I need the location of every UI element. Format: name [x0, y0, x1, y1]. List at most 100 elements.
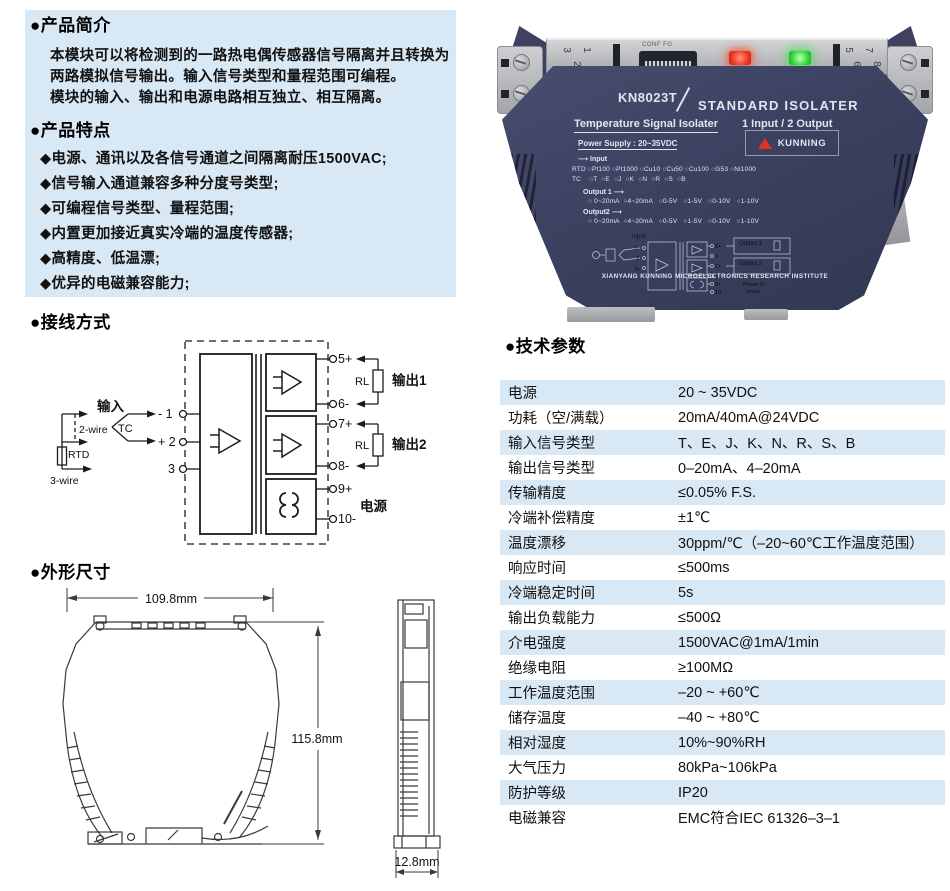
output2-label: 输出2 — [392, 436, 427, 452]
output1-label: Output 1 — [583, 189, 612, 196]
spec-value: ≥100MΩ — [678, 659, 734, 676]
spec-value: IP20 — [678, 784, 708, 801]
terminal-slot — [921, 90, 929, 98]
spec-value: –20 ~ +60℃ — [678, 684, 760, 701]
mini-output2-label: Output 2 — [739, 261, 763, 267]
spec-row: 响应时间 ≤500ms — [500, 555, 945, 580]
terminal-screw-icon — [900, 54, 917, 71]
spec-label: 储存温度 — [508, 711, 566, 727]
feature-item: ◆信号输入通道兼容多种分度号类型; — [40, 176, 279, 193]
spec-label: 冷端补偿精度 — [508, 511, 595, 527]
spec-value: ≤0.05% F.S. — [678, 484, 757, 501]
feature-list: ◆电源、通讯以及各信号通道之间隔离耐压1500VAC; ◆信号输入通道兼容多种分… — [40, 147, 456, 297]
spec-value: EMC符合IEC 61326–3–1 — [678, 811, 840, 827]
spec-row: 电源 20 ~ 35VDC — [500, 380, 945, 405]
wiring-heading: ●接线方式 — [30, 313, 111, 332]
output1-amp-box — [265, 353, 317, 412]
spec-label: 防护等级 — [508, 786, 566, 802]
spec-value: 20mA/40mA@24VDC — [678, 409, 820, 426]
spec-label: 冷端稳定时间 — [508, 586, 595, 602]
intro-panel: ●产品简介 本模块可以将检测到的一路热电偶传感器信号隔离并且转换为 两路模拟信号… — [25, 10, 456, 297]
intro-heading: ●产品简介 — [30, 16, 111, 35]
spec-label: 温度漂移 — [508, 536, 566, 552]
io-count-label: 1 Input / 2 Output — [742, 118, 833, 130]
spec-label: 相对湿度 — [508, 736, 566, 752]
terminal7-label: 7+ — [338, 417, 352, 431]
mini-terminal: 7+ — [715, 264, 721, 270]
height-dimension-label: 115.8mm — [291, 732, 342, 746]
spec-row: 储存温度–40 ~ +80℃ — [500, 705, 945, 730]
side-view-outline — [393, 599, 441, 849]
depth-dimension-label: 12.8mm — [394, 855, 439, 869]
intro-line: 两路模拟信号输出。输入信号类型和量程范围可编程。 — [50, 68, 406, 85]
terminal-screw-icon — [513, 54, 530, 71]
tc-options: TC ○T ○E ○J ○K ○N ○R ○S ○B — [572, 176, 686, 183]
arrow-icon: ⟶ — [613, 189, 624, 196]
input-label: Input — [590, 156, 608, 163]
terminal-slot — [501, 90, 509, 98]
two-wire-label: 2-wire — [79, 424, 108, 436]
spec-label: 响应时间 — [508, 561, 566, 577]
spec-value: 20 ~ 35VDC — [678, 384, 758, 401]
mini-terminal: 5+ — [715, 244, 721, 250]
spec-value: ±1℃ — [678, 509, 711, 526]
spec-value: 5s — [678, 584, 694, 601]
strip-divider — [613, 44, 620, 69]
spec-value: ≤500ms — [678, 559, 730, 576]
spec-row: 工作温度范围 –20 ~ +60℃ — [500, 680, 945, 705]
spec-label: 输出信号类型 — [508, 461, 595, 477]
input-label: 输入 — [97, 398, 124, 414]
output2-section-label: Output2 ⟶ — [583, 208, 622, 216]
module-faceplate: KN8023T STANDARD ISOLATER Temperature Si… — [502, 66, 928, 310]
width-dimension-label: 109.8mm — [145, 592, 197, 606]
mini-voltage-label: 24VDC — [746, 289, 761, 294]
spec-value: 30ppm/℃（–20~60℃工作温度范围） — [678, 536, 924, 552]
power-label: 电源 — [360, 498, 387, 514]
spec-label: 功耗（空/满载） — [508, 411, 614, 427]
front-view-outline — [62, 615, 280, 845]
vent-slats-left — [510, 154, 536, 252]
feature-item: ◆高精度、低温漂; — [40, 251, 161, 268]
amplifier-icon — [273, 432, 303, 459]
terminal10-label: 10- — [338, 512, 356, 526]
spec-label: 工作温度范围 — [508, 686, 595, 702]
product-type: STANDARD ISOLATER — [698, 98, 859, 113]
feature-item: ◆电源、通讯以及各信号通道之间隔离耐压1500VAC; — [40, 151, 387, 168]
specs-heading: ●技术参数 — [505, 337, 586, 356]
brand-name: KUNNING — [777, 137, 827, 149]
arrow-icon: ⟶ — [611, 209, 622, 216]
spec-label: 大气压力 — [508, 761, 566, 777]
spec-label: 介电强度 — [508, 636, 566, 652]
strip-divider — [833, 44, 840, 69]
terminal-number: 6 — [850, 61, 862, 67]
dims-heading: ●外形尺寸 — [30, 563, 111, 582]
mini-terminal: 3+ — [634, 267, 640, 273]
conf-port-label: CONF FG — [642, 42, 673, 48]
mini-output1-label: Output 1 — [739, 241, 763, 247]
mini-input-label: Input — [632, 234, 646, 240]
output1-section-label: Output 1 ⟶ — [583, 188, 624, 196]
tc-label: TC — [118, 423, 133, 435]
power-supply-label: Power Supply : 20~35VDC — [578, 139, 678, 150]
slash-divider — [675, 87, 691, 112]
spec-value: T、E、J、K、N、R、S、B — [678, 436, 856, 452]
din-rail-foot — [567, 307, 655, 322]
config-port — [639, 51, 697, 70]
power-transformer-box — [265, 478, 317, 535]
spec-label: 电源 — [508, 386, 537, 402]
terminal-number: 2 — [570, 61, 582, 67]
features-heading: ●产品特点 — [30, 120, 111, 140]
feature-item: ◆优异的电磁兼容能力; — [40, 276, 190, 293]
three-wire-label: 3-wire — [50, 475, 79, 487]
logo-triangle-icon — [757, 137, 772, 149]
spec-row: 输出负载能力≤500Ω — [500, 605, 945, 630]
terminal-number: 1 — [580, 47, 592, 53]
spec-row: 绝缘电阻≥100MΩ — [500, 655, 945, 680]
input-block — [199, 353, 253, 535]
